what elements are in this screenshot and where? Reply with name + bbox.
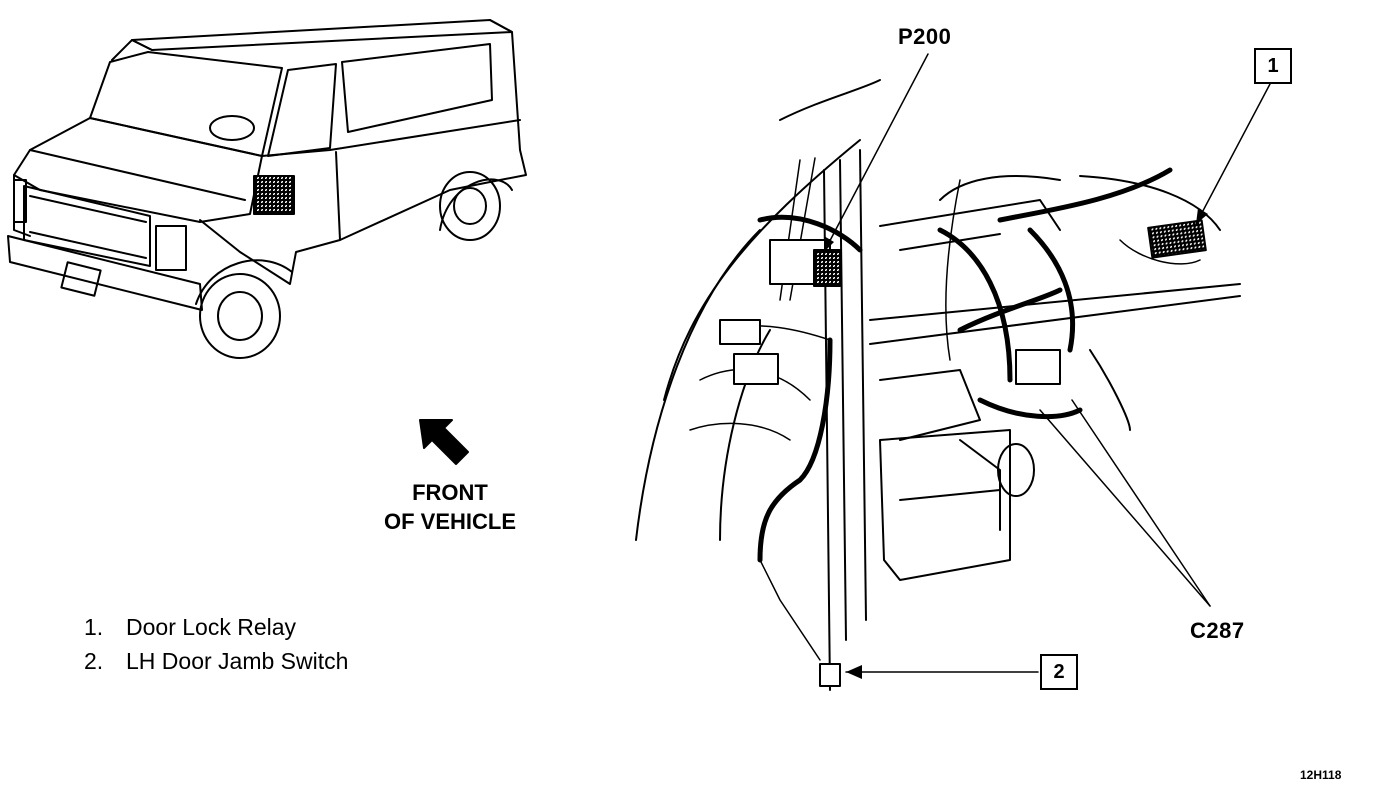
legend-item-number: 2. bbox=[84, 648, 104, 674]
legend-item-text: Door Lock Relay bbox=[126, 614, 297, 640]
front-label-line1: FRONT bbox=[412, 480, 488, 505]
legend: 1. Door Lock Relay 2. LH Door Jamb Switc… bbox=[84, 610, 348, 678]
leader-lines bbox=[823, 53, 1271, 673]
p200-label: P200 bbox=[898, 24, 952, 49]
front-of-vehicle-label: FRONT OF VEHICLE bbox=[360, 478, 540, 536]
legend-item-text: LH Door Jamb Switch bbox=[126, 648, 349, 674]
van-illustration bbox=[7, 19, 527, 359]
figure-code: 12H118 bbox=[1300, 768, 1342, 782]
callout-2: 2 bbox=[1040, 654, 1078, 690]
door-jamb-detail bbox=[635, 79, 1241, 691]
legend-item-number: 1. bbox=[84, 614, 104, 640]
front-label-line2: OF VEHICLE bbox=[383, 509, 516, 534]
c287-label: C287 bbox=[1190, 618, 1245, 643]
legend-item: 2. LH Door Jamb Switch bbox=[84, 644, 348, 678]
arrowheads bbox=[824, 208, 1208, 679]
callout-1: 1 bbox=[1254, 48, 1292, 84]
legend-item: 1. Door Lock Relay bbox=[84, 610, 348, 644]
front-arrow bbox=[419, 419, 469, 465]
